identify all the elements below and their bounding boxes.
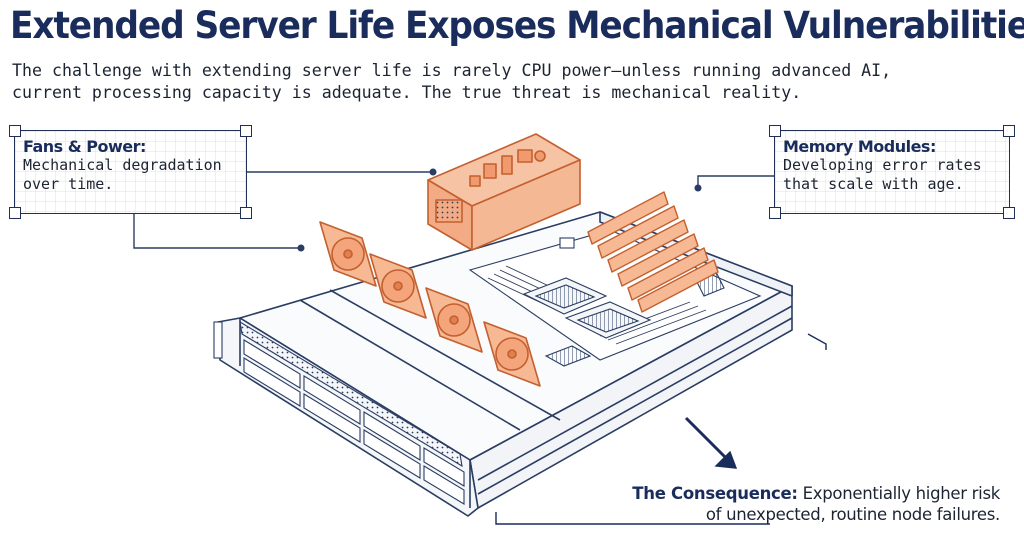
front-drive-bays [213,320,465,505]
callout-fans-power: Fans & Power: Mechanical degradation ove… [9,125,252,219]
corner-marker [1003,207,1015,219]
callout-memory-modules: Memory Modules: Developing error rates t… [769,125,1015,219]
power-supply-unit [427,133,581,251]
callout-line-1: Developing error rates [783,156,982,174]
subtitle-line-2: current processing capacity is adequate.… [12,83,802,102]
corner-marker [769,207,781,219]
cooling-fans [319,221,541,387]
leader-lines [133,168,827,525]
consequence-note: The Consequence: Exponentially higher ri… [560,483,1000,525]
callout-heading: Fans & Power: [23,137,146,156]
corner-marker [1003,125,1015,137]
consequence-line-1: The Consequence: Exponentially higher ri… [560,483,1000,504]
page-subtitle: The challenge with extending server life… [12,60,891,104]
memory-modules [587,191,719,313]
callout-line-2: that scale with age. [783,175,964,193]
consequence-line-1-text: Exponentially higher risk [802,484,1001,503]
callout-heading: Memory Modules: [783,137,936,156]
callout-line-1: Mechanical degradation [23,156,222,174]
motherboard [468,229,762,367]
consequence-line-2: of unexpected, routine node failures. [705,505,1000,524]
consequence-lead: The Consequence: [632,484,798,503]
fan-2 [369,253,427,319]
fan-3 [425,287,483,353]
corner-marker [9,125,21,137]
corner-marker [240,125,252,137]
corner-marker [240,207,252,219]
fan-4 [483,321,541,387]
subtitle-line-1: The challenge with extending server life… [12,61,892,80]
page-title: Extended Server Life Exposes Mechanical … [10,4,1024,47]
callout-line-2: over time. [23,175,114,193]
fan-1 [319,221,377,287]
corner-marker [9,207,21,219]
corner-marker [769,125,781,137]
